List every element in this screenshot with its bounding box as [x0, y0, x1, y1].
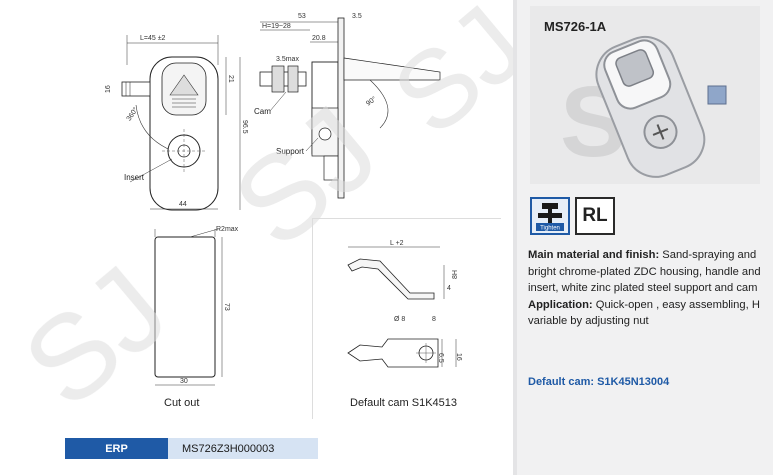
cam-dim-8: 8 [432, 316, 436, 323]
cam-dim-16: 16 [455, 353, 462, 361]
tighten-badge: Tighten [530, 197, 570, 235]
application-label: Application: [528, 298, 593, 311]
rl-badge: RL [575, 197, 615, 235]
erp-bar: ERP MS726Z3H000003 [65, 438, 318, 459]
cutout-dim-73: 73 [223, 303, 230, 311]
panel-divider [513, 0, 517, 475]
front-dim-width-top: L=45 ±2 [140, 35, 166, 42]
front-view-drawing: L=45 ±2 360° 21 96.5 16 44 Insert [105, 35, 248, 211]
main-material-label: Main material and finish: [528, 249, 660, 261]
technical-drawing-panel: L=45 ±2 360° 21 96.5 16 44 Insert [0, 0, 517, 459]
product-image-card: MS726-1A SJ [530, 6, 760, 184]
cam-caption: Default cam S1K4513 [350, 397, 458, 409]
side-dim-3-5max: 3.5max [276, 56, 299, 63]
cutout-dim-30: 30 [180, 378, 188, 385]
product-model-title: MS726-1A [544, 19, 607, 34]
cam-dim-h-label: 8H [452, 270, 459, 279]
application-text: Quick-open , easy assembling, H variable… [528, 298, 760, 328]
default-cam-line: Default cam: S1K45N13004 [528, 376, 670, 388]
cutout-drawing: R2max 73 30 [154, 226, 239, 386]
side-view-drawing: 53 3.5 H=19~28 20.8 3.5max 90° Cam Suppo… [254, 13, 441, 199]
cutout-dim-r: R2max [216, 226, 239, 233]
label-support: Support [276, 147, 305, 156]
front-dim-21: 21 [227, 75, 234, 83]
tighten-icon: Tighten [536, 203, 564, 232]
main-material-text: Sand-spraying and bright chrome-plated Z… [528, 249, 761, 294]
cam-dim-h: 4 [447, 285, 451, 292]
side-dim-3-5: 3.5 [352, 13, 362, 20]
side-dim-20-8: 20.8 [312, 35, 326, 42]
product-description: Main material and finish: Sand-spraying … [528, 247, 768, 330]
tighten-text: Tighten [540, 226, 560, 232]
cutout-caption: Cut out [164, 397, 200, 409]
side-dim-53: 53 [298, 13, 306, 20]
cam-dim-l: L +2 [390, 240, 404, 247]
side-dim-h: H=19~28 [262, 23, 291, 30]
front-dim-height: 96.5 [241, 120, 248, 134]
cam-dim-phi8: Ø 8 [394, 316, 405, 323]
side-dim-angle: 90° [365, 95, 378, 108]
product-photo-illustration: SJ [560, 36, 727, 178]
cam-drawing: L +2 4 8H Ø 8 8 6.5 16 [347, 240, 462, 368]
cam-dim-6-5: 6.5 [437, 353, 444, 363]
front-dim-16: 16 [105, 85, 112, 93]
label-cam: Cam [254, 107, 271, 116]
erp-label: ERP [65, 438, 168, 459]
label-insert: Insert [124, 173, 145, 182]
erp-code: MS726Z3H000003 [168, 438, 318, 459]
cam-drawing-frame [312, 218, 501, 419]
front-dim-width-bottom: 44 [179, 201, 187, 208]
